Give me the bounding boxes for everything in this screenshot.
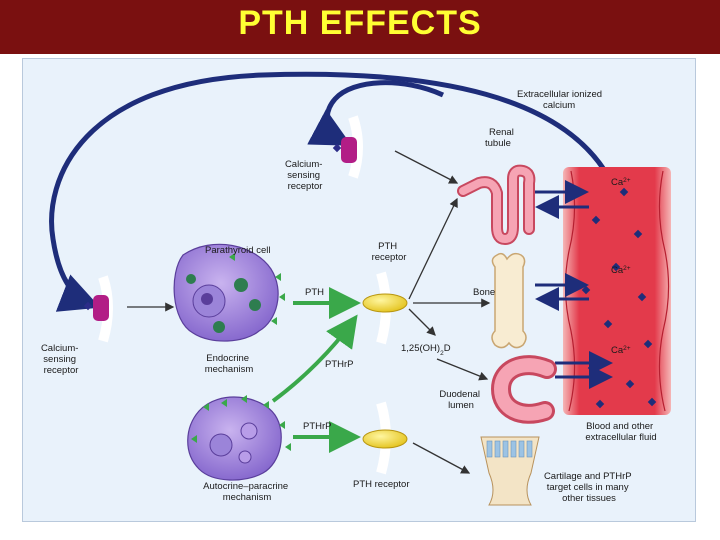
pth-receptor-bottom-label: PTH receptor bbox=[353, 479, 410, 490]
renal-tubule-label: Renal tubule bbox=[485, 127, 516, 149]
bone bbox=[491, 252, 527, 349]
calcium-sensing-receptor-left bbox=[83, 275, 113, 343]
diagram-panel: Ca2+ Ca2+ Ca2+ bbox=[22, 58, 696, 522]
autocrine-paracrine-cell bbox=[187, 395, 291, 481]
endocrine-mechanism-label: Endocrine mechanism bbox=[205, 353, 254, 375]
pth-receptor-bottom bbox=[362, 401, 408, 475]
calcium-sensing-receptor-top bbox=[332, 115, 363, 179]
vitamin-d-label: 1,25(OH)2D bbox=[401, 343, 451, 357]
cartilage-label: Cartilage and PTHrP target cells in many… bbox=[544, 471, 634, 504]
calcium-exchange-arrows bbox=[535, 180, 613, 389]
pth-receptor-top-label: PTH receptor bbox=[372, 241, 407, 263]
duodenal-lumen-label: Duodenal lumen bbox=[439, 389, 482, 411]
pthrp-label-middle: PTHrP bbox=[325, 359, 354, 370]
title-bar bbox=[0, 0, 720, 54]
pthrp-arrow-diagonal bbox=[271, 314, 358, 403]
effect-arrows bbox=[127, 150, 491, 474]
calcium-sensing-receptor-top-label: Calcium- sensing receptor bbox=[285, 159, 325, 192]
feedback-arrow-to-top-receptor bbox=[307, 80, 445, 146]
bone-label: Bone bbox=[473, 287, 495, 298]
calcium-sensing-receptor-left-label: Calcium- sensing receptor bbox=[41, 343, 81, 376]
ca-ion-label-top: Ca2+ bbox=[611, 177, 631, 189]
page-title: PTH EFFECTS bbox=[238, 4, 482, 42]
duodenal-lumen bbox=[490, 355, 557, 424]
parathyroid-cell bbox=[173, 243, 285, 342]
blood-label: Blood and other extracellular fluid bbox=[585, 421, 656, 443]
feedback-arrow-to-left-receptor bbox=[49, 71, 611, 312]
ca-ion-label-bottom: Ca2+ bbox=[611, 345, 631, 357]
extracellular-calcium-label: Extracellular ionized calcium bbox=[517, 89, 605, 111]
cartilage bbox=[480, 436, 540, 506]
pthrp-label-lower: PTHrP bbox=[303, 421, 332, 432]
ca-ion-label-middle: Ca2+ bbox=[611, 265, 631, 277]
pth-label: PTH bbox=[305, 287, 324, 298]
renal-tubule bbox=[457, 164, 536, 245]
pth-effects-diagram: Ca2+ Ca2+ Ca2+ bbox=[41, 71, 671, 506]
pth-receptor-top bbox=[362, 271, 408, 345]
parathyroid-cell-label: Parathyroid cell bbox=[205, 245, 270, 256]
autocrine-paracrine-label: Autocrine–paracrine mechanism bbox=[203, 481, 291, 503]
